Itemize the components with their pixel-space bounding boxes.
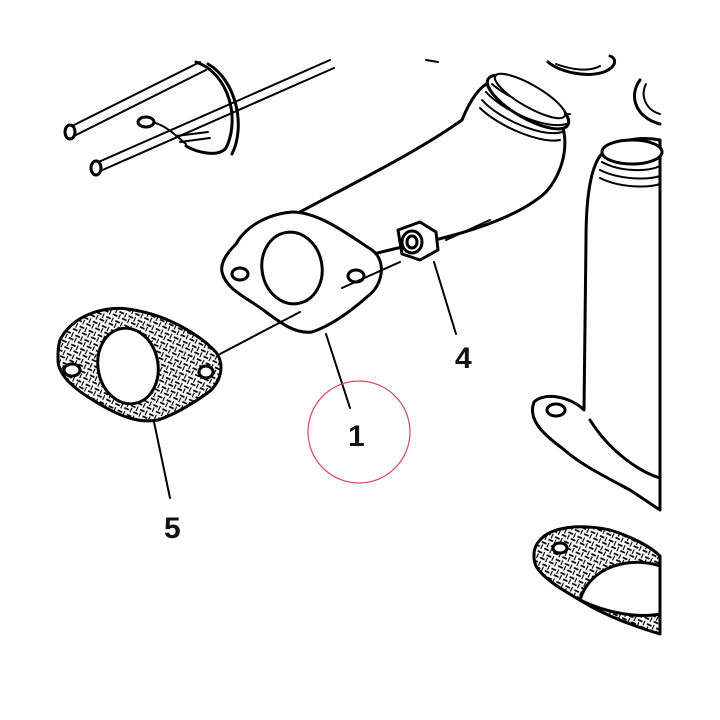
exhaust-pipe-part-1 xyxy=(220,72,571,334)
callout-4-label: 4 xyxy=(455,342,472,375)
pipe-corrugated-end xyxy=(479,72,571,142)
leader-lines xyxy=(153,261,457,499)
top-fragment xyxy=(425,54,662,126)
catalytic-converter-fragment xyxy=(531,137,664,512)
callout-5-label: 5 xyxy=(164,512,181,545)
gasket-part-5 xyxy=(56,307,223,423)
bracket-with-tubes xyxy=(63,59,335,177)
nut-part-4 xyxy=(396,220,440,262)
callout-1-label: 1 xyxy=(348,420,365,453)
lower-gasket-fragment xyxy=(532,525,662,636)
callout-1-highlight-circle xyxy=(307,380,411,484)
stud-axis-line xyxy=(219,219,491,355)
